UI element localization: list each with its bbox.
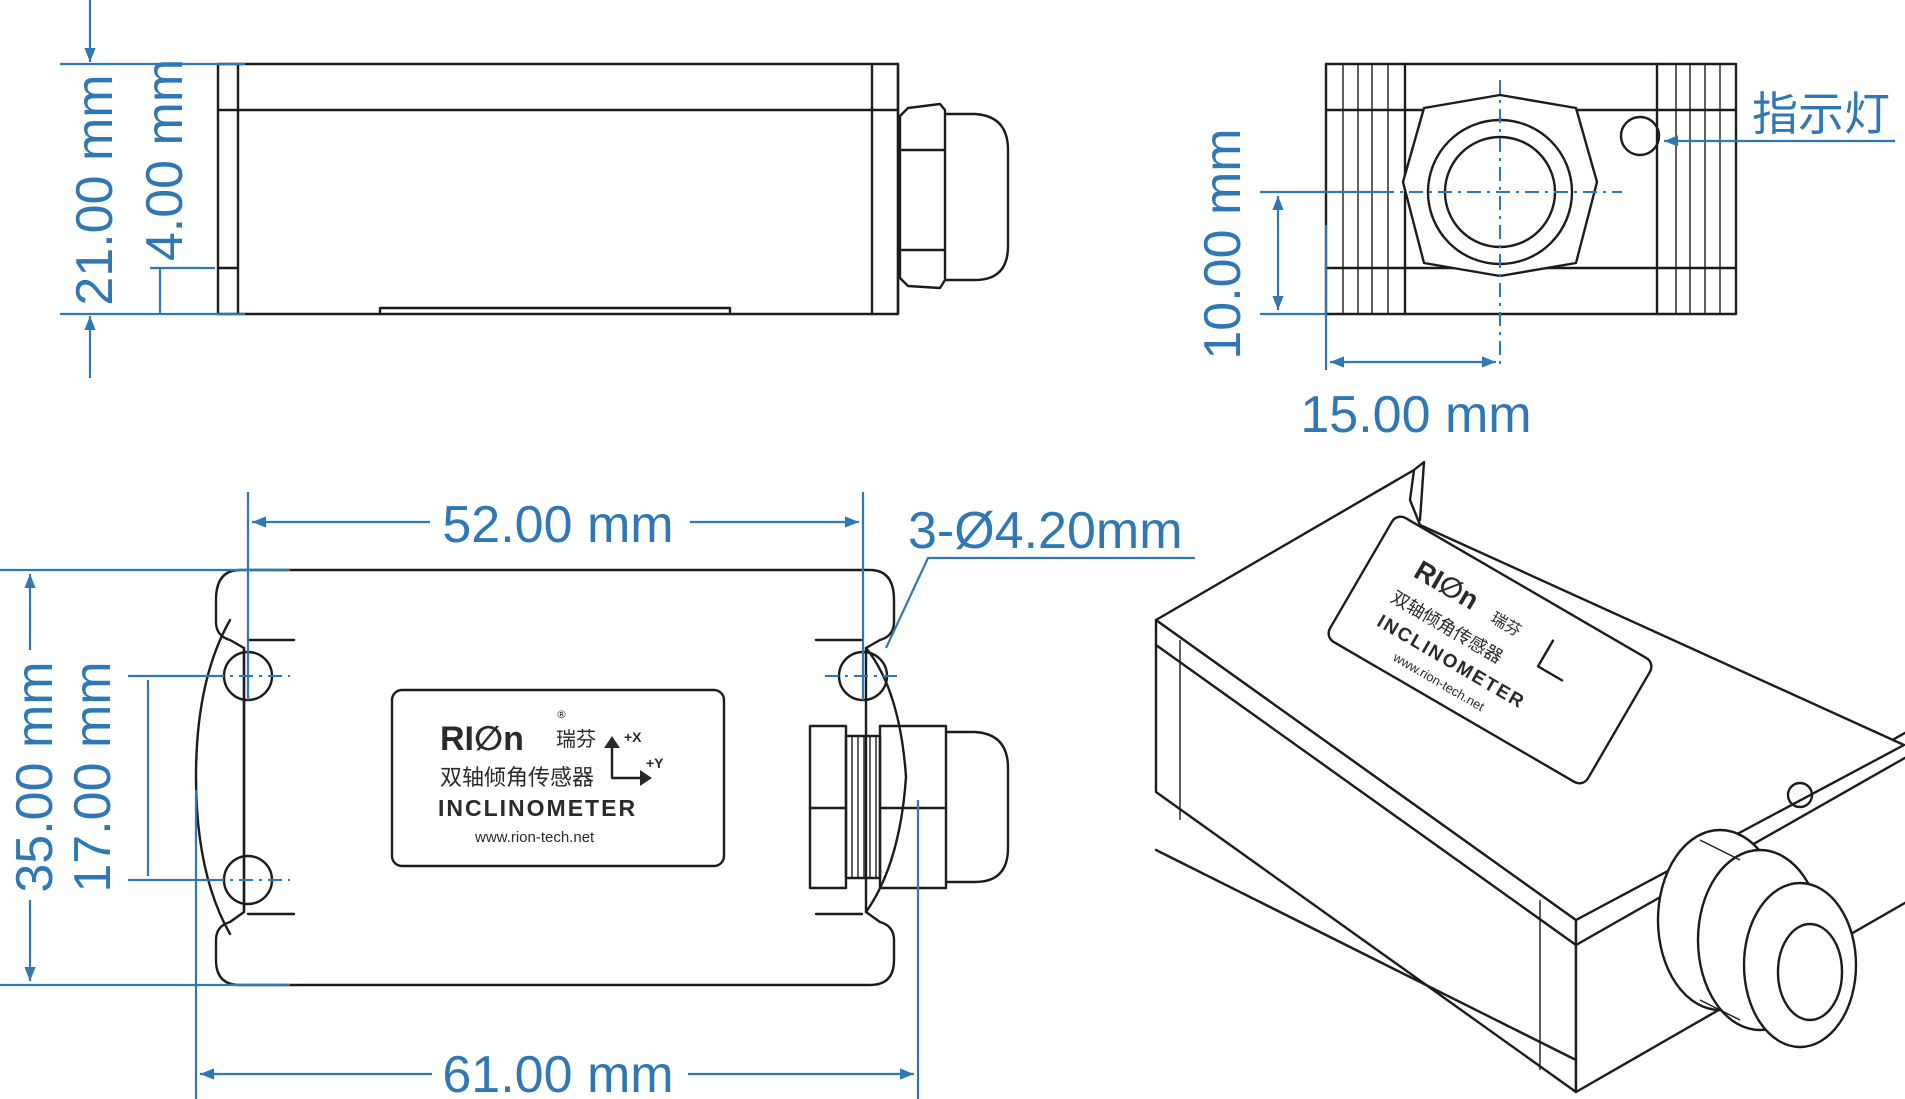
horizontal-dimension-label: 15.00 mm (1300, 386, 1531, 444)
iso-indicator-light (1786, 781, 1814, 809)
iso-cable-gland (1656, 828, 1858, 1049)
hole-vertical-dimension-label: 17.00 mm (64, 661, 122, 892)
base-dimension-label: 4.00 mm (136, 59, 194, 261)
side-view-cable-gland (898, 102, 1010, 290)
registered-mark: ® (556, 708, 567, 721)
overall-length-dimension-label: 61.00 mm (442, 1046, 673, 1099)
axis-y-label: +Y (646, 755, 664, 771)
top-view-cable-gland (808, 724, 1010, 890)
vertical-dimension-label: 10.00 mm (1194, 128, 1252, 359)
product-name-chinese: 双轴倾角传感器 (440, 766, 594, 791)
arrow-right-icon (640, 770, 652, 786)
website-url: www.rion-tech.net (474, 829, 595, 846)
brand-logo: RI∅n (440, 720, 524, 758)
top-view: RI∅n ® 瑞芬 +X +Y 双轴倾角传感器 INCLINOMETER www… (0, 492, 1195, 1099)
top-view-label-plate: RI∅n ® 瑞芬 +X +Y 双轴倾角传感器 INCLINOMETER www… (390, 688, 726, 868)
hole-spacing-dimension-label: 52.00 mm (442, 496, 673, 554)
top-view-body (194, 568, 908, 987)
hole-callout-label: 3-Ø4.20mm (908, 502, 1183, 560)
hole-callout-leader (885, 556, 1195, 649)
indicator-light (1619, 115, 1661, 157)
arrow-up-icon (604, 736, 620, 748)
isometric-view: RI∅n 瑞芬 双轴倾角传感器 INCLINOMETER www.rion-te… (1154, 460, 1905, 1094)
product-name-english: INCLINOMETER (438, 795, 637, 821)
overall-width-dimension-label: 35.00 mm (6, 661, 64, 892)
side-view-body (216, 62, 900, 316)
axis-x-label: +X (624, 729, 642, 745)
axis-icon (610, 740, 648, 780)
height-dimension-label: 21.00 mm (66, 74, 124, 305)
side-view: 21.00 mm 4.00 mm (60, 0, 1010, 378)
brand-chinese: 瑞芬 (556, 727, 596, 751)
indicator-label: 指示灯 (1752, 87, 1890, 141)
end-view: 指示灯 10.00 mm 15.00 mm (1194, 62, 1895, 444)
iso-axis-icon (1536, 639, 1564, 682)
